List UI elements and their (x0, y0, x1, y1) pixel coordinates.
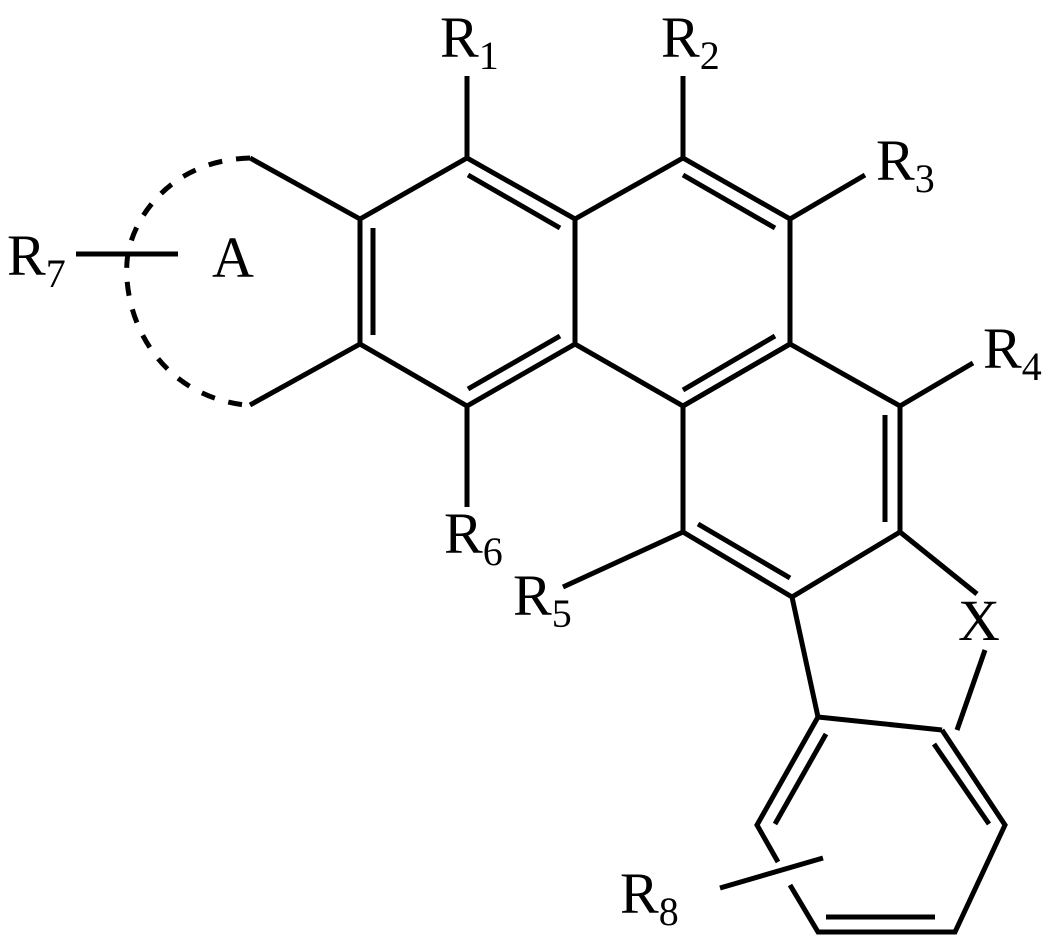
bond (787, 728, 1008, 935)
ring-benzo (719, 715, 1008, 935)
bond (817, 714, 943, 733)
ring-1 (357, 155, 578, 409)
double-bond-inner (466, 172, 562, 231)
bond (754, 715, 821, 864)
double-bond-inner (696, 521, 792, 581)
label-r4: R4 (983, 316, 1042, 389)
ring-1-outline (357, 155, 578, 409)
bond (248, 155, 362, 222)
bond (954, 649, 988, 731)
bond (789, 596, 821, 718)
label-x: X (958, 588, 1000, 653)
r5-bond (561, 529, 685, 590)
double-bond-inner (681, 333, 777, 393)
label-r3: R3 (876, 128, 935, 201)
r3-bond (788, 172, 867, 222)
label-r2: R2 (661, 5, 720, 78)
ring-2 (572, 155, 793, 409)
ring-3 (680, 341, 903, 600)
double-bond-inner (466, 333, 562, 392)
double-bond-inner (931, 742, 992, 826)
bond (898, 530, 979, 596)
bond (248, 341, 362, 408)
ring-2-outline (572, 155, 793, 409)
label-ring-a: A (212, 225, 254, 290)
double-bond-inner (681, 172, 777, 231)
label-r5: R5 (513, 563, 572, 636)
r4-bond (898, 360, 975, 409)
label-r8: R8 (620, 861, 679, 934)
r8-bond (719, 855, 824, 891)
ring-3-outline (680, 341, 903, 600)
ring-a-dashed-arc (124, 155, 251, 408)
five-ring (789, 530, 988, 733)
label-r1: R1 (440, 5, 499, 78)
ring-a (76, 155, 362, 408)
label-r7: R7 (7, 223, 66, 296)
double-bond-inner (772, 732, 829, 826)
label-r6: R6 (444, 501, 503, 574)
